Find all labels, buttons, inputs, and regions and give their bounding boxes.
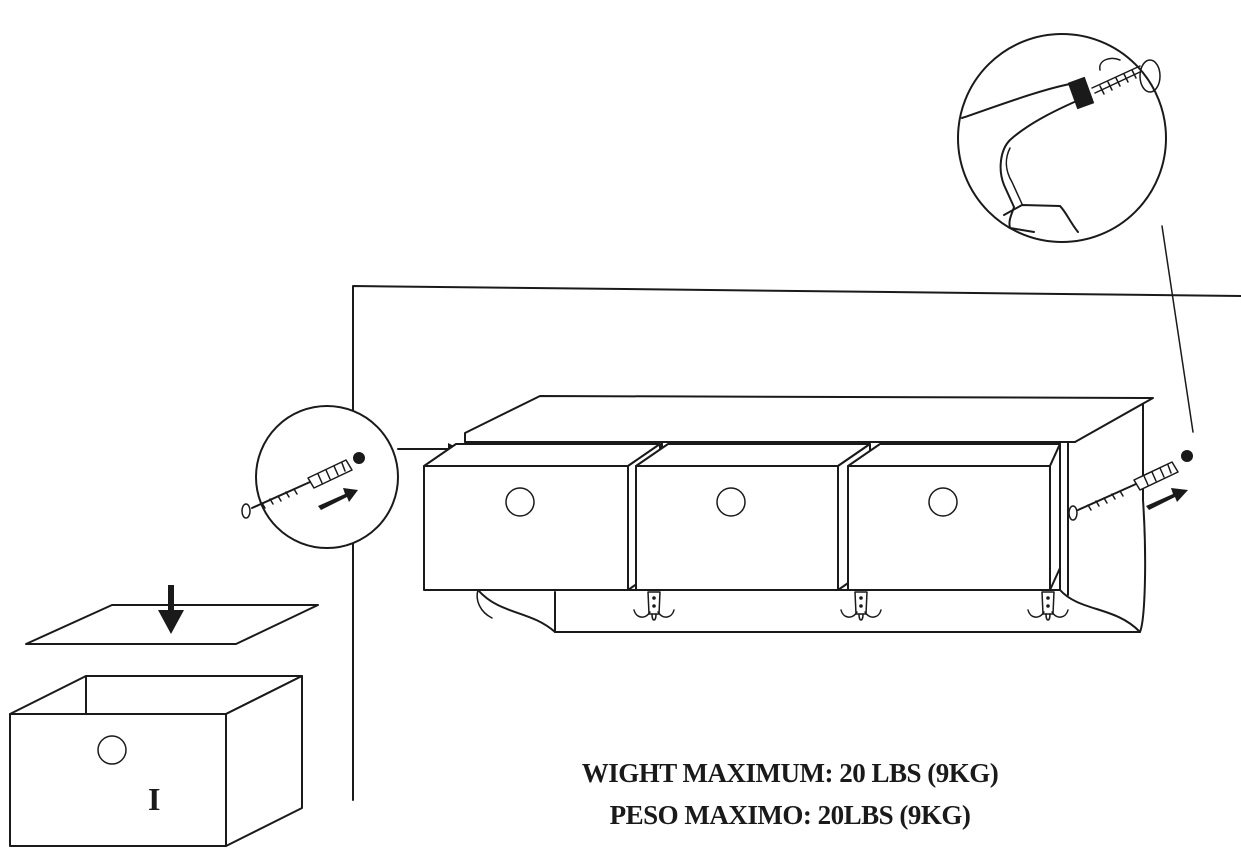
wall-outline [352, 285, 1241, 801]
wall-shelf-unit [423, 395, 1154, 633]
drill-icon [961, 57, 1161, 233]
hook-icon [840, 591, 882, 621]
drill-detail-circle [957, 33, 1194, 433]
wall-anchor-screw-icon [1068, 450, 1193, 521]
arrow-icon [1146, 488, 1188, 510]
drawer-box-assembly: I [9, 585, 319, 847]
drawer-right [847, 443, 1061, 591]
hook-icon [633, 591, 675, 621]
weight-limit-spanish: PESO MAXIMO: 20LBS (9KG) [609, 800, 971, 830]
wall-anchor-screw-icon [241, 452, 365, 519]
anchor-detail-circle [241, 405, 460, 549]
weight-limit-english: WIGHT MAXIMUM: 20 LBS (9KG) [581, 758, 999, 788]
drawer-middle [635, 443, 871, 591]
hook-icon [1027, 591, 1069, 621]
arrow-icon [158, 585, 184, 634]
drawer-left [423, 443, 661, 591]
arrow-icon [318, 488, 358, 510]
part-label: I [148, 781, 160, 817]
